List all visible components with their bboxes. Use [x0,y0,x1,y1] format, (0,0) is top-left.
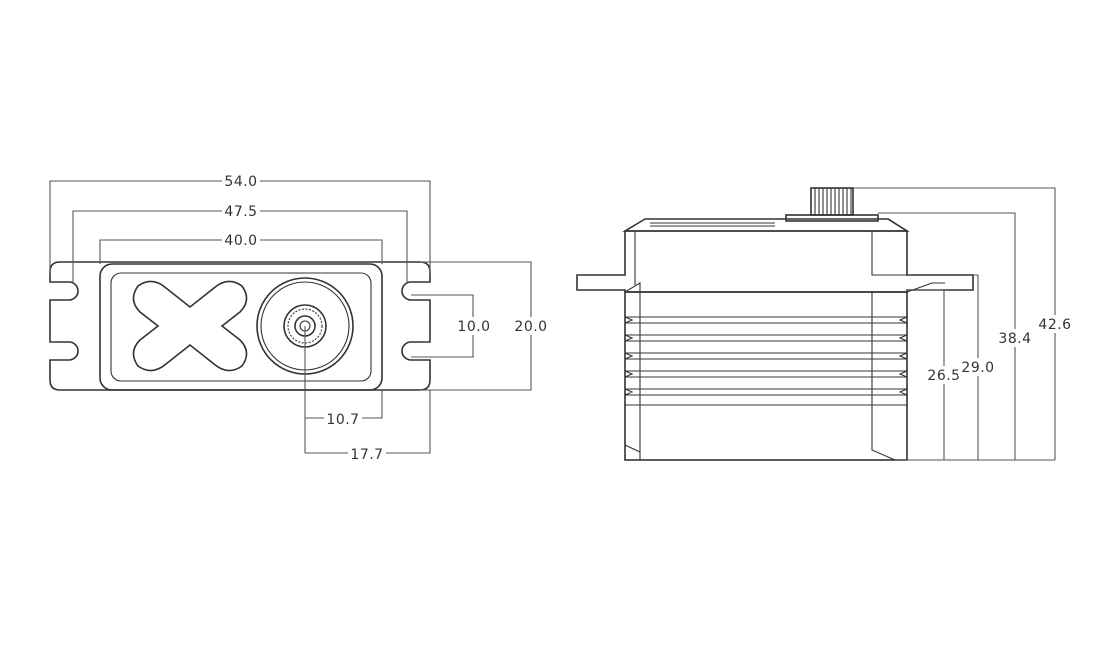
dim-shaft-to-tab-edge: 17.7 [305,390,431,463]
dim-overall-width: 54.0 [49,172,431,276]
dim-total-height: 42.6 [853,187,1075,460]
case-lower-body [624,291,908,461]
mounting-flange-outline [49,261,431,391]
output-spline-teeth-lines [814,188,852,215]
dim-mount-hole-spacing-label: 47.5 [224,204,257,220]
dim-body-depth-label: 20.0 [514,319,547,335]
dim-overall-width-label: 54.0 [224,174,257,190]
cooling-fins [625,316,907,396]
case-bottom-lip [624,404,907,453]
side-view: 26.5 29.0 38.4 42.6 [576,187,1075,461]
dim-height-to-case-top-label: 38.4 [998,331,1031,347]
dim-height-to-tab-top: 29.0 [958,274,998,460]
dim-body-width: 40.0 [99,231,383,264]
dim-total-height-label: 42.6 [1038,317,1071,333]
dim-hole-pitch: 10.0 [411,294,493,358]
case-upper-insets [634,231,907,285]
case-upper-with-tabs [576,230,974,293]
dim-height-to-case-top: 38.4 [878,212,1035,460]
dim-shaft-to-body-edge: 10.7 [304,326,383,453]
top-cap-ribs [650,222,775,227]
output-spline-teeth [287,308,323,344]
dim-body-depth: 20.0 [420,261,551,391]
dim-height-to-tab-bottom: 26.5 [907,289,964,460]
dim-mount-hole-spacing: 47.5 [72,202,408,282]
case-lower-insets [639,292,896,461]
case-inner-recess [110,272,372,382]
dim-shaft-to-tab-edge-label: 17.7 [350,447,383,463]
top-view: 54.0 47.5 40.0 10.0 20.0 10.7 [49,172,551,463]
dim-height-to-tab-top-label: 29.0 [961,360,994,376]
fin-edge-bumps [624,316,908,396]
case-body-outline [99,263,383,391]
spline-base-boss [785,214,879,222]
dim-body-width-label: 40.0 [224,233,257,249]
tab-front-detail [624,282,945,293]
dim-hole-pitch-label: 10.0 [457,319,490,335]
x-logo [132,280,248,372]
dim-height-to-tab-bottom-label: 26.5 [927,368,960,384]
dim-shaft-to-body-edge-label: 10.7 [326,412,359,428]
